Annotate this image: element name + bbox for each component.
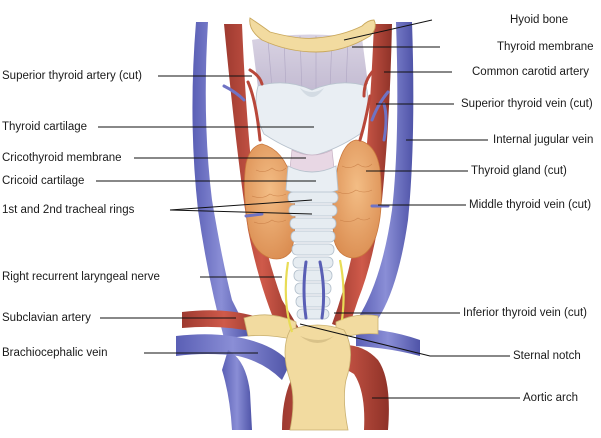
label-thyroid-membrane: Thyroid membrane	[497, 41, 594, 53]
label-subclavian-artery: Subclavian artery	[2, 312, 91, 324]
thyroid-cartilage-shape	[255, 82, 369, 157]
right-brachiocephalic-vein	[356, 328, 420, 356]
label-cricoid-cartilage: Cricoid cartilage	[2, 175, 85, 187]
label-inferior-thyroid-vein: Inferior thyroid vein (cut)	[463, 307, 587, 319]
left-recurrent-laryngeal-nerve	[338, 259, 345, 321]
sternal-notch-shade	[300, 336, 334, 343]
label-common-carotid-artery: Common carotid artery	[472, 66, 589, 78]
label-tracheal-rings: 1st and 2nd tracheal rings	[2, 204, 135, 216]
inferior-thyroid-veins	[302, 260, 326, 320]
superior-thyroid-arteries	[246, 68, 376, 142]
right-internal-jugular-vein	[358, 22, 414, 322]
subclavian-artery	[182, 310, 266, 334]
label-middle-thyroid-vein: Middle thyroid vein (cut)	[469, 199, 592, 211]
label-superior-thyroid-vein: Superior thyroid vein (cut)	[461, 98, 593, 110]
label-aortic-arch: Aortic arch	[523, 392, 578, 404]
recurrent-laryngeal-nerve	[284, 261, 294, 333]
label-thyroid-cartilage: Thyroid cartilage	[2, 121, 88, 133]
label-superior-thyroid-artery: Superior thyroid artery (cut)	[2, 70, 142, 82]
label-cricothyroid-membrane: Cricothyroid membrane	[2, 152, 122, 164]
superior-thyroid-veins	[222, 84, 390, 142]
label-thyroid-gland: Thyroid gland (cut)	[471, 165, 567, 177]
left-common-carotid-artery	[224, 24, 300, 334]
left-internal-jugular-vein	[192, 22, 250, 338]
right-common-carotid-artery	[332, 24, 392, 330]
trachea	[287, 191, 339, 320]
label-hyoid-bone: Hyoid bone	[510, 14, 569, 26]
label-brachiocephalic-vein: Brachiocephalic vein	[2, 347, 108, 359]
left-brachiocephalic-vein	[176, 334, 290, 380]
label-internal-jugular-vein: Internal jugular vein	[493, 134, 594, 146]
leader-lines	[96, 19, 520, 399]
brachiocephalic-trunk-vein	[222, 350, 252, 430]
hyoid-bone-shape	[249, 17, 376, 53]
manubrium	[284, 324, 351, 431]
thyroid-cartilage-notch	[300, 88, 324, 97]
label-recurrent-laryngeal-nerve: Right recurrent laryngeal nerve	[2, 271, 160, 283]
label-sternal-notch: Sternal notch	[513, 350, 581, 362]
middle-thyroid-veins	[244, 204, 390, 218]
thyroid-gland-right-lobe	[332, 139, 382, 259]
